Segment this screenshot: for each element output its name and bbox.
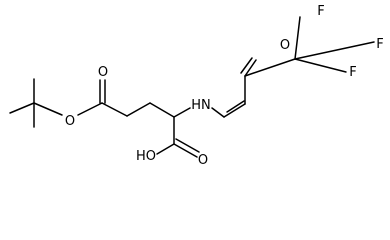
- fluorine-top-label: F: [317, 4, 324, 19]
- bond-nh-to-vinyl-carbon: [211, 107, 225, 118]
- atom-labels: O O HN O F F F HO O: [65, 4, 384, 168]
- bond-acid-carbon-to-oh: [156, 143, 175, 155]
- bond-ketone-double-b: [240, 57, 253, 74]
- bond-alkene-double-a: [223, 103, 246, 118]
- chemical-structure: O O HN O F F F HO O: [9, 4, 384, 168]
- bond-chain-2: [126, 102, 151, 117]
- ester-ether-oxygen-label: O: [65, 114, 75, 129]
- amine-nh-label: HN: [191, 98, 211, 113]
- bond-chain-1: [101, 102, 128, 117]
- bond-acid-carbonyl-double-b: [175, 138, 200, 153]
- ketone-oxygen-label: O: [280, 38, 290, 53]
- bond-tbu-to-ester-oxygen: [33, 102, 63, 116]
- bond-cf3-to-f-bottom: [294, 58, 347, 73]
- ester-carbonyl-oxygen-label: O: [98, 65, 108, 80]
- acid-carbonyl-oxygen-label: O: [198, 153, 208, 168]
- bond-alpha-to-nh: [173, 107, 191, 118]
- fluorine-bottom-label: F: [349, 65, 356, 80]
- bonds: [9, 16, 375, 158]
- bond-tbu-methyl-left: [9, 102, 35, 114]
- bond-ester-oxygen-to-carbonyl-carbon: [77, 102, 103, 116]
- bond-ketone-to-cf3-carbon: [244, 58, 296, 77]
- acid-hydroxyl-label: HO: [136, 149, 156, 164]
- bond-cf3-to-f-top: [294, 16, 301, 60]
- bond-chain-3: [149, 102, 175, 118]
- bond-acid-carbonyl-double-a: [173, 143, 198, 158]
- fluorine-right-label: F: [376, 37, 383, 52]
- bond-ketone-double-a: [244, 59, 257, 77]
- bond-cf3-to-f-right: [294, 41, 375, 60]
- bond-alkene-double-b: [226, 100, 245, 113]
